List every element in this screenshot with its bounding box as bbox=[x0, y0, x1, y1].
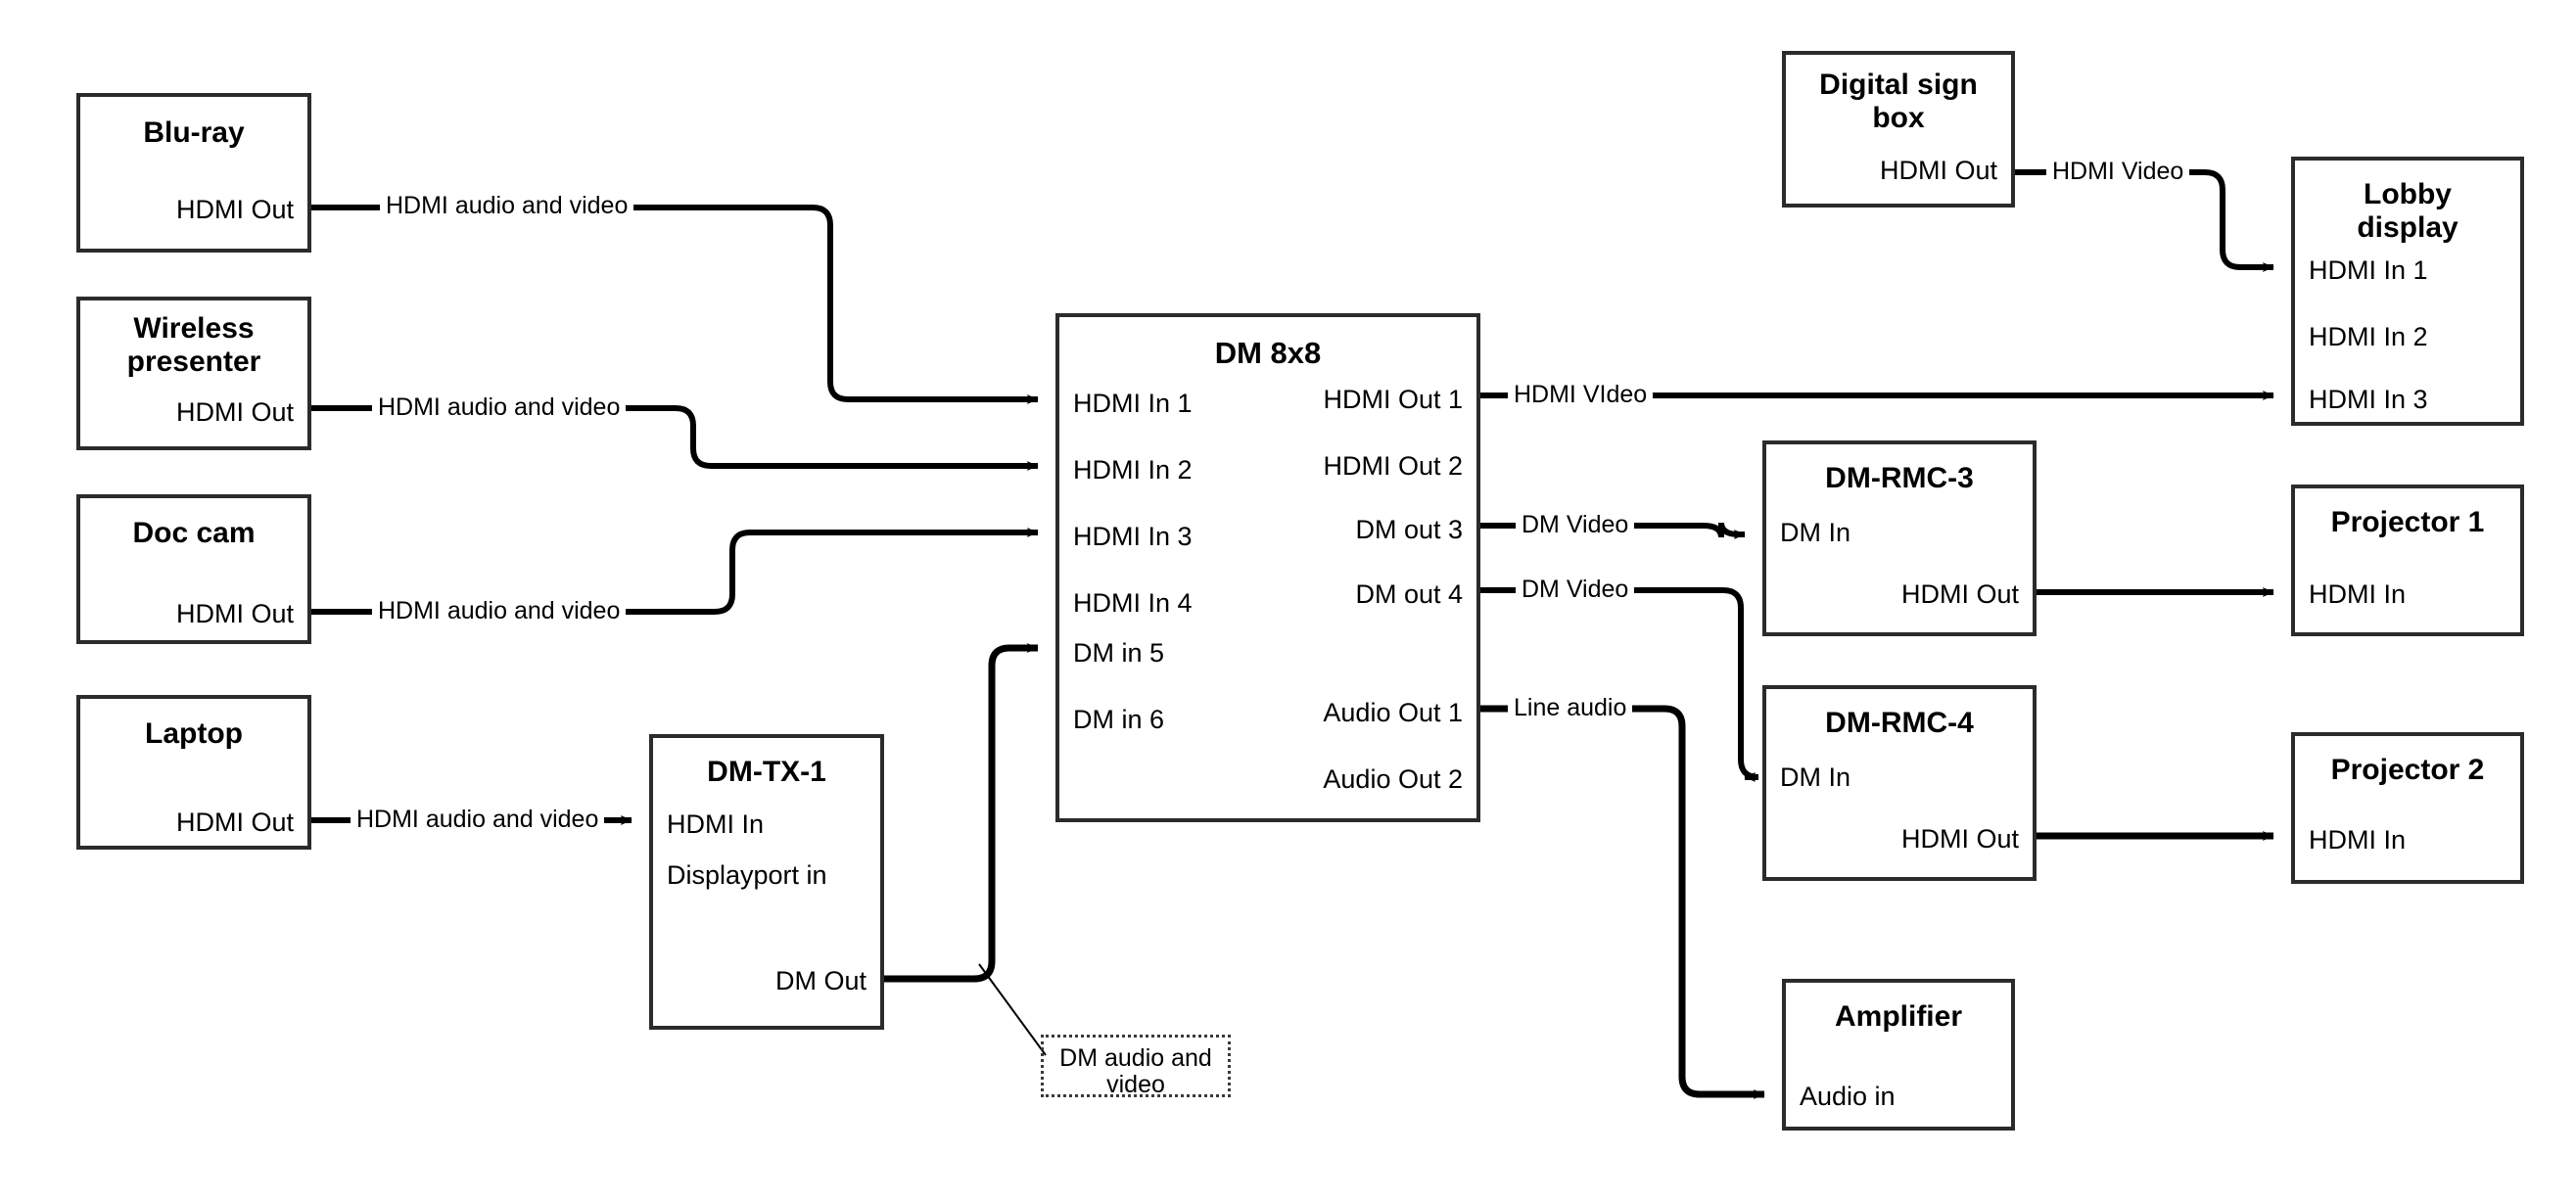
node-dm-8x8[interactable]: DM 8x8 HDMI In 1 HDMI In 2 HDMI In 3 HDM… bbox=[1055, 313, 1480, 822]
node-projector-1-port-hdmi-in[interactable]: HDMI In bbox=[2309, 579, 2407, 609]
node-lobby-display-port-hdmi-in-1[interactable]: HDMI In 1 bbox=[2309, 255, 2428, 285]
node-dm-8x8-port-audio-out-1[interactable]: Audio Out 1 bbox=[1323, 698, 1463, 727]
node-dm-8x8-port-dm-in-5[interactable]: DM in 5 bbox=[1073, 638, 1165, 668]
node-dm-8x8-title: DM 8x8 bbox=[1214, 336, 1322, 370]
node-doc-cam-title: Doc cam bbox=[132, 517, 256, 549]
node-dm-8x8-port-dm-in-6[interactable]: DM in 6 bbox=[1073, 705, 1165, 734]
wire-label-laptop-to-tx1: HDMI audio and video bbox=[351, 808, 605, 832]
wire-wireless-to-in2 bbox=[311, 405, 1039, 471]
node-wireless-presenter-port-hdmi-out[interactable]: HDMI Out bbox=[175, 397, 294, 427]
node-dm-tx-1-port-dm-out[interactable]: DM Out bbox=[774, 966, 866, 995]
node-digital-sign-box-title-line1: Digital sign bbox=[1819, 69, 1978, 101]
node-projector-1-title: Projector 1 bbox=[2330, 506, 2485, 538]
node-dm-8x8-port-dm-out-4[interactable]: DM out 4 bbox=[1355, 579, 1463, 609]
node-wireless-presenter-title-line2: presenter bbox=[126, 346, 261, 378]
note-dm-audio-and-video-line1: DM audio and bbox=[1059, 1044, 1212, 1072]
node-wireless-presenter[interactable]: Wireless presenter HDMI Out bbox=[76, 297, 311, 450]
node-dm-rmc-4-port-dm-in[interactable]: DM In bbox=[1780, 762, 1851, 792]
node-digital-sign-box-title-line2: box bbox=[1872, 102, 1925, 134]
wire-sign-to-lobby1 bbox=[2015, 169, 2274, 272]
node-digital-sign-box[interactable]: Digital sign box HDMI Out bbox=[1782, 51, 2015, 208]
node-lobby-display-title-line2: display bbox=[2357, 211, 2459, 244]
node-digital-sign-box-port-hdmi-out[interactable]: HDMI Out bbox=[1879, 156, 1997, 185]
wire-label-out4-to-rmc4: DM Video bbox=[1516, 577, 1635, 602]
node-amplifier-title: Amplifier bbox=[1834, 1000, 1963, 1033]
node-dm-8x8-port-hdmi-out-1[interactable]: HDMI Out 1 bbox=[1323, 385, 1463, 414]
wire-label-wireless-to-in2: HDMI audio and video bbox=[372, 395, 627, 420]
node-projector-2-port-hdmi-in[interactable]: HDMI In bbox=[2309, 825, 2407, 855]
node-dm-8x8-port-dm-out-3[interactable]: DM out 3 bbox=[1355, 515, 1463, 544]
node-dm-rmc-3-port-dm-in[interactable]: DM In bbox=[1780, 518, 1851, 547]
wire-label-doccam-to-in3: HDMI audio and video bbox=[372, 599, 627, 624]
node-lobby-display-port-hdmi-in-3[interactable]: HDMI In 3 bbox=[2309, 385, 2428, 414]
node-doc-cam-port-hdmi-out[interactable]: HDMI Out bbox=[175, 599, 294, 628]
wire-label-audio1-to-amp: Line audio bbox=[1508, 696, 1633, 720]
node-projector-2[interactable]: Projector 2 HDMI In bbox=[2291, 732, 2524, 884]
node-dm-rmc-3-port-hdmi-out[interactable]: HDMI Out bbox=[1900, 579, 2019, 609]
node-dm-8x8-port-hdmi-in-1[interactable]: HDMI In 1 bbox=[1073, 389, 1193, 418]
node-dm-tx-1[interactable]: DM-TX-1 HDMI In Displayport in DM Out bbox=[649, 734, 884, 1030]
node-dm-rmc-3-title: DM-RMC-3 bbox=[1825, 462, 1974, 494]
wire-label-bluray-to-in1: HDMI audio and video bbox=[380, 194, 634, 218]
node-laptop-title: Laptop bbox=[145, 717, 243, 750]
wire-doccam-to-in3 bbox=[311, 528, 1039, 615]
node-laptop[interactable]: Laptop HDMI Out bbox=[76, 695, 311, 850]
node-dm-8x8-port-audio-out-2[interactable]: Audio Out 2 bbox=[1323, 764, 1463, 794]
wire-note-leader bbox=[978, 963, 1047, 1056]
node-dm-tx-1-title: DM-TX-1 bbox=[707, 756, 826, 788]
node-lobby-display-port-hdmi-in-2[interactable]: HDMI In 2 bbox=[2309, 322, 2428, 351]
node-bluray[interactable]: Blu-ray HDMI Out bbox=[76, 93, 311, 253]
node-dm-8x8-port-hdmi-out-2[interactable]: HDMI Out 2 bbox=[1323, 451, 1463, 481]
wire-label-out1-to-lobby3: HDMI VIdeo bbox=[1508, 383, 1654, 407]
node-amplifier-port-audio-in[interactable]: Audio in bbox=[1800, 1082, 1896, 1111]
node-dm-rmc-4-port-hdmi-out[interactable]: HDMI Out bbox=[1900, 824, 2019, 854]
note-dm-audio-and-video-line2: video bbox=[1106, 1071, 1165, 1098]
wire-out3-to-rmc3 bbox=[1480, 522, 1746, 539]
wire-label-sign-to-lobby1: HDMI Video bbox=[2046, 160, 2190, 184]
node-lobby-display[interactable]: Lobby display HDMI In 1 HDMI In 2 HDMI I… bbox=[2291, 157, 2524, 426]
note-dm-audio-and-video: DM audio and video bbox=[1041, 1035, 1231, 1098]
node-doc-cam[interactable]: Doc cam HDMI Out bbox=[76, 494, 311, 644]
node-dm-tx-1-port-displayport-in[interactable]: Displayport in bbox=[667, 860, 827, 890]
node-dm-tx-1-port-hdmi-in[interactable]: HDMI In bbox=[667, 809, 765, 839]
node-dm-rmc-4[interactable]: DM-RMC-4 DM In HDMI Out bbox=[1762, 685, 2037, 881]
wire-audio1-to-amp bbox=[1480, 705, 1765, 1099]
node-bluray-port-hdmi-out[interactable]: HDMI Out bbox=[175, 195, 294, 224]
node-dm-8x8-port-hdmi-in-4[interactable]: HDMI In 4 bbox=[1073, 588, 1193, 618]
node-projector-2-title: Projector 2 bbox=[2330, 754, 2485, 786]
node-amplifier[interactable]: Amplifier Audio in bbox=[1782, 979, 2015, 1131]
node-lobby-display-title-line1: Lobby bbox=[2364, 178, 2452, 210]
wire-out4-to-rmc4 bbox=[1480, 587, 1759, 782]
node-laptop-port-hdmi-out[interactable]: HDMI Out bbox=[175, 808, 294, 837]
node-projector-1[interactable]: Projector 1 HDMI In bbox=[2291, 485, 2524, 636]
wire-tx1-to-in5 bbox=[884, 643, 1039, 983]
node-wireless-presenter-title-line1: Wireless bbox=[133, 312, 255, 345]
wire-bluray-to-in1 bbox=[311, 205, 1039, 404]
node-dm-8x8-port-hdmi-in-3[interactable]: HDMI In 3 bbox=[1073, 522, 1193, 551]
node-dm-rmc-3[interactable]: DM-RMC-3 DM In HDMI Out bbox=[1762, 440, 2037, 636]
wire-label-out3-to-rmc3: DM Video bbox=[1516, 513, 1635, 537]
node-dm-rmc-4-title: DM-RMC-4 bbox=[1825, 707, 1974, 739]
node-dm-8x8-port-hdmi-in-2[interactable]: HDMI In 2 bbox=[1073, 455, 1193, 485]
node-bluray-title: Blu-ray bbox=[143, 116, 245, 149]
